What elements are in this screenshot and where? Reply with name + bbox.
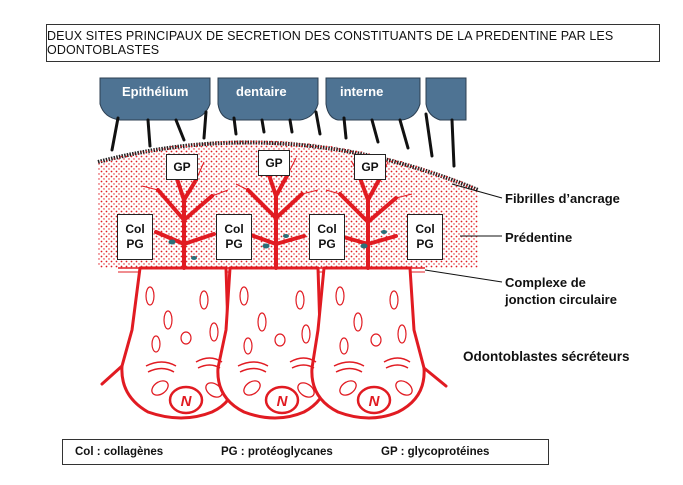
label-fibrilles: Fibrilles d’ancrage xyxy=(505,191,620,206)
col-text-4: Col xyxy=(415,222,435,236)
cell-organelles xyxy=(145,286,407,355)
pg-text-1: PG xyxy=(126,237,144,251)
pg-text-3: PG xyxy=(318,237,336,251)
nucleus-3 xyxy=(356,385,392,415)
nucleus-1 xyxy=(168,385,204,415)
col-text-1: Col xyxy=(125,222,145,236)
leader-lines xyxy=(424,183,503,283)
label-complexe: Complexe de jonction circulaire xyxy=(505,274,617,308)
gp-tag-2-text: GP xyxy=(265,155,283,170)
nucleus-label-1: N xyxy=(181,393,193,410)
gp-tag-1: GP xyxy=(166,154,198,180)
legend-gp: GP : glycoprotéines xyxy=(381,446,490,458)
legend-pg: PG : protéoglycanes xyxy=(221,446,333,458)
legend-col: Col : collagènes xyxy=(75,446,164,458)
label-complexe-line2: jonction circulaire xyxy=(505,292,617,307)
pg-text-2: PG xyxy=(225,237,243,251)
gp-tag-3-text: GP xyxy=(361,159,379,174)
secretion-vesicles xyxy=(168,230,387,260)
col-text-3: Col xyxy=(317,222,337,236)
nucleus-2 xyxy=(264,385,300,415)
nucleus-label-2: N xyxy=(277,393,289,410)
label-complexe-line1: Complexe de xyxy=(505,275,586,290)
gp-tag-3: GP xyxy=(354,154,386,180)
label-predentine: Prédentine xyxy=(505,230,573,245)
epithelium-word-3: interne xyxy=(340,84,384,99)
legend-box: Col : collagènes PG : protéoglycanes GP … xyxy=(62,439,549,465)
nucleus-label-3: N xyxy=(369,393,381,410)
pg-text-4: PG xyxy=(416,237,434,251)
gp-tag-1-text: GP xyxy=(173,159,191,174)
epithelium-stalks xyxy=(110,110,456,168)
odontoblast-processes xyxy=(154,170,398,270)
epithelium-word-1: Epithélium xyxy=(122,84,189,99)
title-box: DEUX SITES PRINCIPAUX DE SECRETION DES C… xyxy=(46,24,660,62)
epithelium-word-2: dentaire xyxy=(236,84,287,99)
nuclei xyxy=(168,385,392,415)
epithelium-cells xyxy=(99,77,467,121)
col-text-2: Col xyxy=(224,222,244,236)
title-text: DEUX SITES PRINCIPAUX DE SECRETION DES C… xyxy=(47,29,614,57)
label-odontoblastes: Odontoblastes sécréteurs xyxy=(463,349,630,364)
gp-tag-2: GP xyxy=(258,150,290,176)
